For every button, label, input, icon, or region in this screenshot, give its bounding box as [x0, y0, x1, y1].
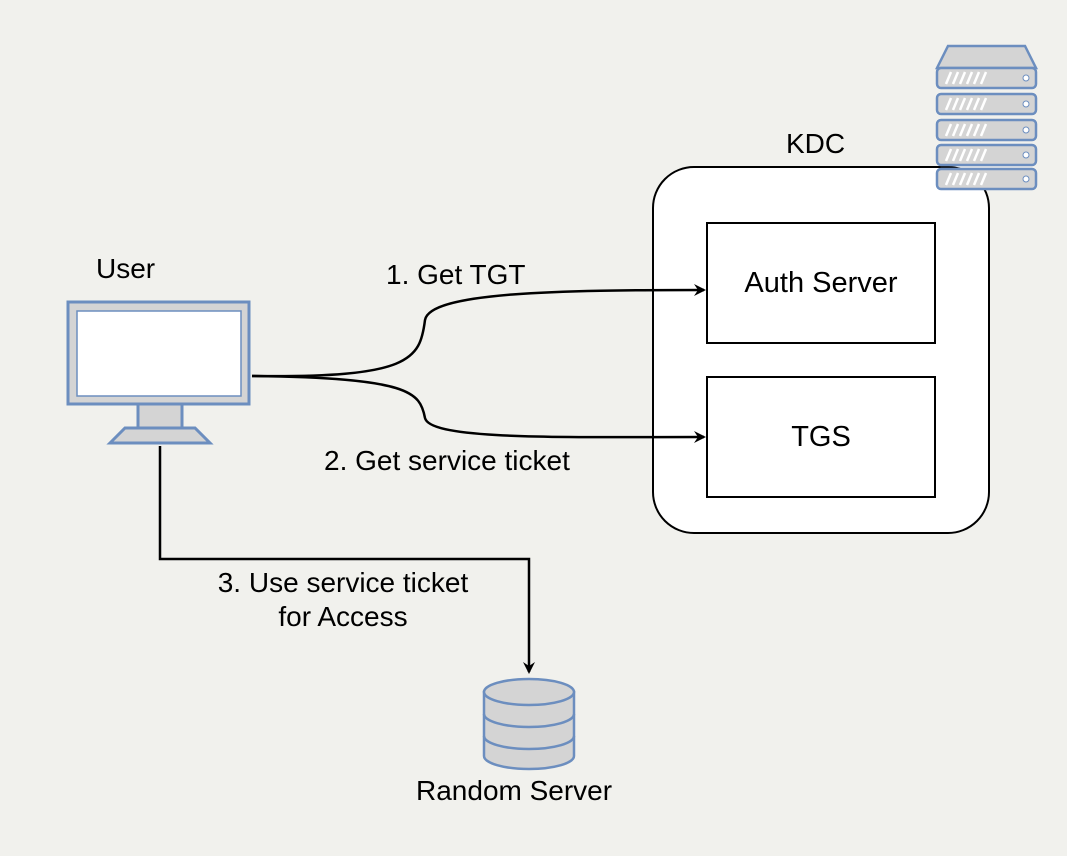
- server-rack-icon: [934, 44, 1039, 191]
- user-label: User: [96, 253, 156, 284]
- auth-server-box: Auth Server: [706, 222, 936, 344]
- auth-server-label: Auth Server: [744, 266, 898, 299]
- step2-label: 2. Get service ticket: [324, 445, 570, 476]
- database-icon: [482, 677, 576, 771]
- random-server-label: Random Server: [416, 775, 613, 806]
- monitor-icon: [66, 300, 251, 445]
- edge-get-tgt: [251, 284, 706, 378]
- kdc-label: KDC: [786, 128, 846, 159]
- edge-get-service-ticket: [251, 374, 706, 444]
- step3-label-line2: for Access: [278, 601, 408, 632]
- tgs-label: TGS: [791, 420, 851, 453]
- step3-label-line1: 3. Use service ticket: [217, 567, 469, 598]
- tgs-box: TGS: [706, 376, 936, 498]
- edge-use-service-ticket: [158, 446, 535, 674]
- step1-label: 1. Get TGT: [386, 259, 526, 290]
- step3-label: 3. Use service ticket for Access: [188, 566, 498, 634]
